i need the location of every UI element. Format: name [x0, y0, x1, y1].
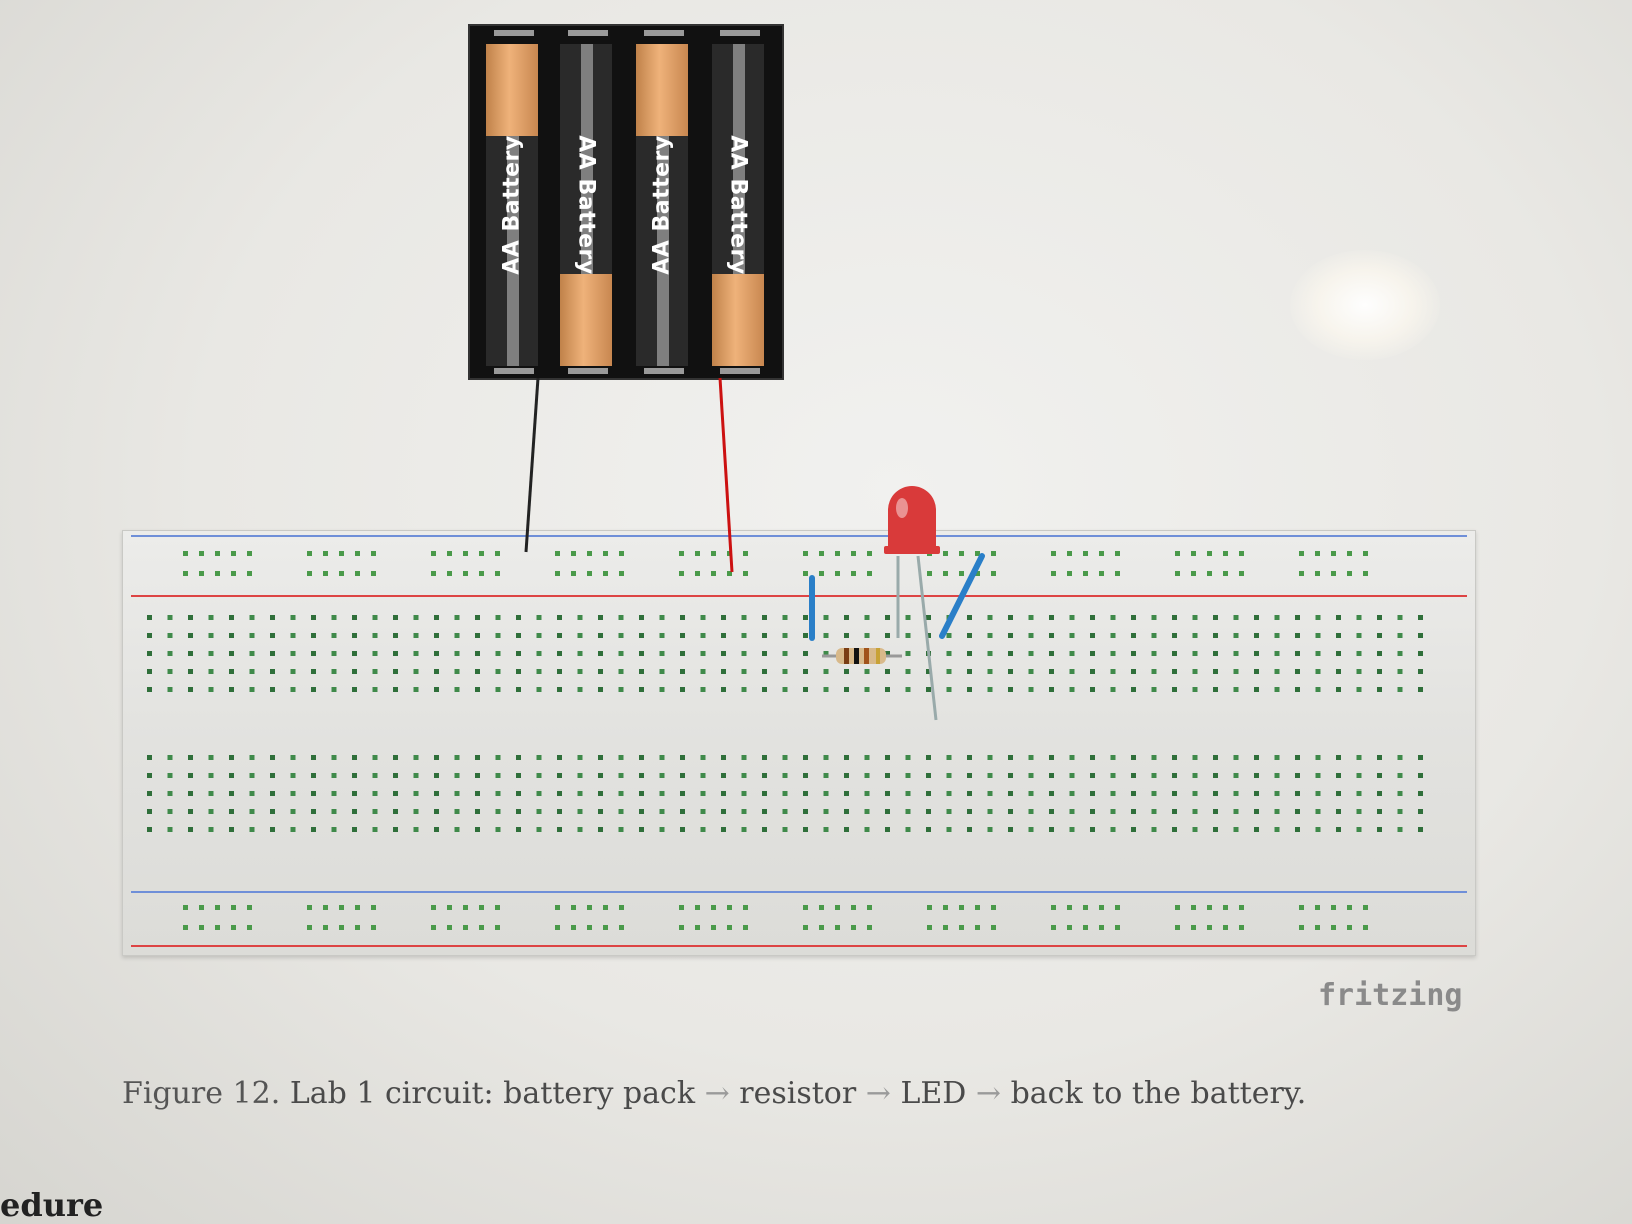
- positive-wire: [718, 377, 734, 573]
- caption-arrow-1: →: [704, 1076, 730, 1111]
- battery-cell-1: AA Battery: [478, 44, 546, 366]
- bottom-blue-rail-line: [131, 891, 1467, 893]
- caption-arrow-3: →: [975, 1076, 1002, 1111]
- battery-cell-2: AA Battery: [552, 44, 620, 366]
- led: [884, 486, 940, 721]
- breadboard: [122, 530, 1476, 956]
- top-red-rail-line: [131, 595, 1467, 597]
- figure-number: Figure 12.: [122, 1076, 281, 1111]
- top-blue-rail-line: [131, 535, 1467, 537]
- caption-step-4: back to the battery.: [1010, 1076, 1307, 1111]
- jumper-wire-2: [939, 553, 985, 639]
- caption-step-2: resistor: [739, 1076, 857, 1111]
- battery-pack: AA Battery AA Battery AA Battery AA Batt…: [468, 24, 784, 380]
- bottom-red-rail-line: [131, 945, 1467, 947]
- breadboard-holes: [147, 551, 1423, 930]
- battery-terminal: [494, 368, 534, 374]
- screen-glare: [1290, 250, 1440, 360]
- resistor: [822, 648, 902, 664]
- section-heading-fragment: edure: [0, 1186, 104, 1224]
- battery-terminal: [720, 368, 760, 374]
- battery-terminal: [568, 30, 608, 36]
- figure-caption: Figure 12. Lab 1 circuit: battery pack →…: [122, 1076, 1482, 1111]
- battery-terminal: [644, 368, 684, 374]
- caption-arrow-2: →: [865, 1076, 891, 1111]
- battery-terminal: [568, 368, 608, 374]
- battery-cell-4: AA Battery: [704, 44, 772, 366]
- negative-wire: [524, 377, 540, 553]
- battery-cell-3: AA Battery: [628, 44, 696, 366]
- caption-step-1: battery pack: [503, 1076, 696, 1111]
- battery-terminal: [644, 30, 684, 36]
- battery-terminal: [494, 30, 534, 36]
- caption-step-3: LED: [900, 1076, 967, 1111]
- caption-lead: Lab 1 circuit:: [289, 1076, 494, 1111]
- fritzing-watermark: fritzing: [1318, 978, 1463, 1013]
- battery-terminal: [720, 30, 760, 36]
